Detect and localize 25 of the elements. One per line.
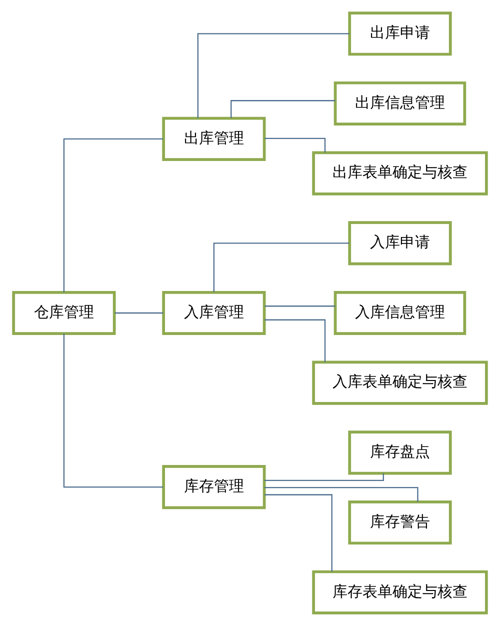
connector	[264, 319, 326, 362]
node-box: 库存表单确定与核查	[312, 570, 488, 614]
node-box: 入库表单确定与核查	[312, 360, 488, 405]
node-box: 仓库管理	[12, 290, 116, 336]
node-box: 出库信息管理	[334, 81, 466, 126]
connector	[264, 138, 326, 153]
connector	[264, 306, 336, 307]
node-box: 出库申请	[348, 12, 452, 56]
node-box: 入库申请	[348, 221, 452, 266]
node-box: 出库管理	[162, 116, 266, 162]
connector	[230, 100, 336, 118]
connector	[63, 138, 164, 292]
connector	[63, 334, 164, 488]
node-box: 库存警告	[348, 500, 452, 545]
connector	[197, 33, 350, 118]
node-box: 库存管理	[162, 464, 266, 510]
node-box: 入库管理	[162, 290, 266, 336]
node-box: 库存盘点	[348, 430, 452, 475]
connector	[213, 242, 350, 292]
connector	[264, 473, 384, 482]
node-box: 出库表单确定与核查	[312, 151, 488, 196]
connector	[114, 312, 164, 314]
connector	[264, 494, 332, 572]
connector	[264, 487, 418, 502]
node-box: 入库信息管理	[334, 290, 466, 336]
